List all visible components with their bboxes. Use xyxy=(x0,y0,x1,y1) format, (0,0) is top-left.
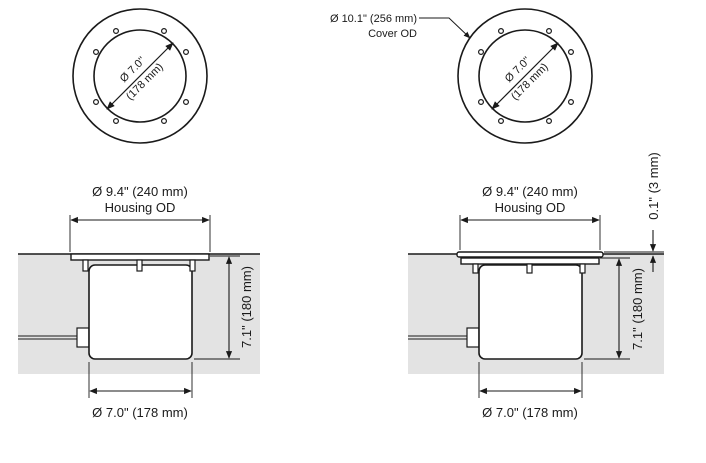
mounting-studs xyxy=(82,259,196,272)
housing-od-dim-label: Ø 9.4" (240 mm) xyxy=(92,184,188,199)
cover-lip xyxy=(456,251,604,258)
left-top-view: Ø 7.0" (178 mm) xyxy=(72,8,208,144)
cover-od-leader xyxy=(419,17,471,39)
cable-gland xyxy=(466,327,480,348)
lip-dim-label: 0.1" (3 mm) xyxy=(646,152,661,219)
housing-od-label: Housing OD xyxy=(495,200,566,215)
housing-flange xyxy=(460,257,600,265)
inner-dim-arrow xyxy=(106,42,174,110)
mounting-studs xyxy=(472,263,586,274)
bottom-dim-label: Ø 7.0" (178 mm) xyxy=(482,405,578,420)
height-dim-label: 7.1" (180 mm) xyxy=(239,266,254,348)
bottom-dim-label: Ø 7.0" (178 mm) xyxy=(92,405,188,420)
housing-body xyxy=(478,264,583,360)
screw-holes xyxy=(92,28,190,124)
height-dim-label: 7.1" (180 mm) xyxy=(630,268,645,350)
housing-flange xyxy=(70,253,210,261)
housing-body xyxy=(88,264,193,360)
inner-dim-arrow xyxy=(491,42,559,110)
right-side-view: Ø 9.4" (240 mm) Housing OD 7.1" (180 mm)… xyxy=(408,152,664,420)
left-side-view: Ø 9.4" (240 mm) Housing OD 7.1" (180 mm)… xyxy=(18,184,260,420)
right-top-view: Ø 7.0" (178 mm) Ø 10.1" (256 mm) Cover O… xyxy=(330,8,593,144)
housing-od-label: Housing OD xyxy=(105,200,176,215)
cable-gland xyxy=(76,327,90,348)
screw-holes xyxy=(478,28,574,124)
cover-od-label: Cover OD xyxy=(368,28,417,40)
cover-od-dim-label: Ø 10.1" (256 mm) xyxy=(330,13,417,25)
housing-od-dim-label: Ø 9.4" (240 mm) xyxy=(482,184,578,199)
